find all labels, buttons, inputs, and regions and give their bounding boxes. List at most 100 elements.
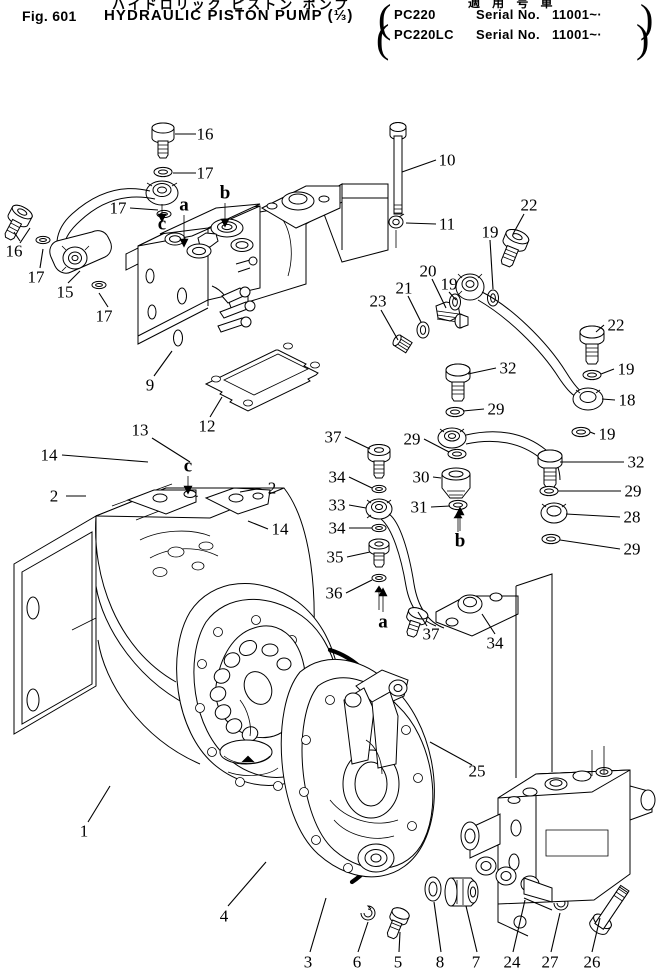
detail-control-linkage <box>211 256 258 333</box>
model-name-1: PC220 <box>394 7 436 22</box>
part-plug-23 <box>392 334 413 354</box>
callout-35: 35 <box>326 547 344 567</box>
part-washer-17-left <box>35 235 51 245</box>
part-bolt-22-upper <box>500 229 530 268</box>
part-bolt-5 <box>386 907 410 940</box>
detail-swash-yoke <box>343 669 409 775</box>
japanese-applicable-label: 適 用 号 車 <box>468 0 557 10</box>
part-banjo-joint-28 <box>540 502 568 524</box>
part-group-port-fitting-30 <box>441 448 471 532</box>
part-oring-31 <box>448 499 468 511</box>
part-bolt-35 <box>368 538 390 568</box>
detail-right-side-plate <box>515 573 605 778</box>
ref-mark-arrows <box>157 203 465 612</box>
part-washer-29-a <box>445 406 465 418</box>
callout-2-left: 2 <box>49 486 59 506</box>
callout-16-top: 16 <box>196 124 214 144</box>
callout-14-left: 14 <box>40 445 58 465</box>
callout-3: 3 <box>303 952 313 972</box>
part-banjo-joint-left-lower <box>437 427 467 449</box>
part-elbow-33 <box>365 498 393 520</box>
part-gasket-12 <box>204 342 320 412</box>
part-washer-34-lower <box>371 523 387 533</box>
ref-mark-b-upper: b <box>219 182 231 204</box>
callout-7: 7 <box>471 952 481 972</box>
callout-22-lower: 22 <box>607 315 625 335</box>
callout-9: 9 <box>145 375 155 395</box>
callout-19-d: 19 <box>598 424 616 444</box>
part-bolt-26 <box>589 884 630 935</box>
detail-spool-stack <box>460 813 540 893</box>
part-oring-19-d <box>571 426 591 438</box>
figure-title: HYDRAULIC PISTON PUMP (⅓) <box>104 7 354 24</box>
part-oring-21 <box>416 321 430 339</box>
serial-value-1: 11001~· <box>552 7 603 22</box>
part-plug-7 <box>444 877 479 907</box>
part-washer-17-bottom <box>91 280 107 290</box>
part-lockwasher-6 <box>360 905 376 921</box>
ref-mark-c-lower: c <box>183 455 193 477</box>
ref-mark-a-lower: a <box>378 611 388 633</box>
callout-34-bracket: 34 <box>486 633 504 653</box>
callout-8: 8 <box>435 952 445 972</box>
part-banjo-fitting-upper <box>145 180 179 206</box>
part-bolt-32-upper <box>445 363 471 402</box>
leader-lines <box>13 133 624 953</box>
callout-26: 26 <box>583 952 601 972</box>
callout-5: 5 <box>393 952 403 972</box>
callout-11: 11 <box>438 214 456 234</box>
part-group-bottom-fasteners <box>360 876 630 940</box>
serial-label-2: Serial No. <box>476 27 540 42</box>
part-bolt-16-top <box>151 122 175 159</box>
part-banjo-joint-18 <box>572 387 604 411</box>
callout-36: 36 <box>325 583 343 603</box>
part-banjo-joint-upper-right <box>455 273 485 301</box>
part-group-tube-upper-left <box>4 122 179 290</box>
part-washer-29-b <box>539 485 559 497</box>
part-oring-19-a <box>449 293 461 311</box>
callout-37-lower: 37 <box>422 624 440 644</box>
callout-19-b: 19 <box>440 274 458 294</box>
brace-open-1: ( <box>378 0 392 41</box>
brace-close-2: ) <box>636 16 650 61</box>
part-washer-36 <box>371 573 387 583</box>
callout-34-lower: 34 <box>328 518 346 538</box>
callout-10: 10 <box>438 150 456 170</box>
figure-number: Fig. 601 <box>22 8 77 24</box>
model-name-2: PC220LC <box>394 27 454 42</box>
callout-2-right: 2 <box>267 478 277 498</box>
assembly-control-valve-24 <box>460 767 656 905</box>
callout-19-c: 19 <box>617 359 635 379</box>
part-tube-elbow-15 <box>49 230 112 274</box>
japanese-title: ハイドロリック ピストン ポンプ <box>112 0 351 10</box>
callout-14-right: 14 <box>271 519 289 539</box>
callout-29-a: 29 <box>487 399 505 419</box>
callout-31: 31 <box>410 497 428 517</box>
part-bolt-37-upper <box>367 444 391 479</box>
assembly-main-pump-housing <box>13 483 341 791</box>
callout-27: 27 <box>541 952 559 972</box>
callout-33: 33 <box>328 495 346 515</box>
part-oring-8 <box>424 876 442 902</box>
callout-34-upper: 34 <box>328 467 346 487</box>
part-washer-17-upper <box>153 166 173 178</box>
part-washer-34-upper <box>371 484 387 494</box>
callout-25: 25 <box>468 761 486 781</box>
callout-1: 1 <box>79 821 89 841</box>
part-bolt-16-left <box>4 204 33 241</box>
callout-18: 18 <box>618 390 636 410</box>
part-bolt-22-lower <box>579 325 605 365</box>
callout-20: 20 <box>419 261 437 281</box>
assembly-upper-pump-body <box>125 183 389 347</box>
callout-28: 28 <box>623 507 641 527</box>
part-group-elbow-33 <box>365 444 445 629</box>
part-washer-11 <box>388 213 405 229</box>
part-fitting-30 <box>441 467 471 499</box>
part-washer-29-c <box>541 533 561 545</box>
brace-close-1: ) <box>640 0 654 41</box>
callout-29-b: 29 <box>624 481 642 501</box>
callout-23: 23 <box>369 291 387 311</box>
part-group-bolt-10 <box>388 122 407 248</box>
